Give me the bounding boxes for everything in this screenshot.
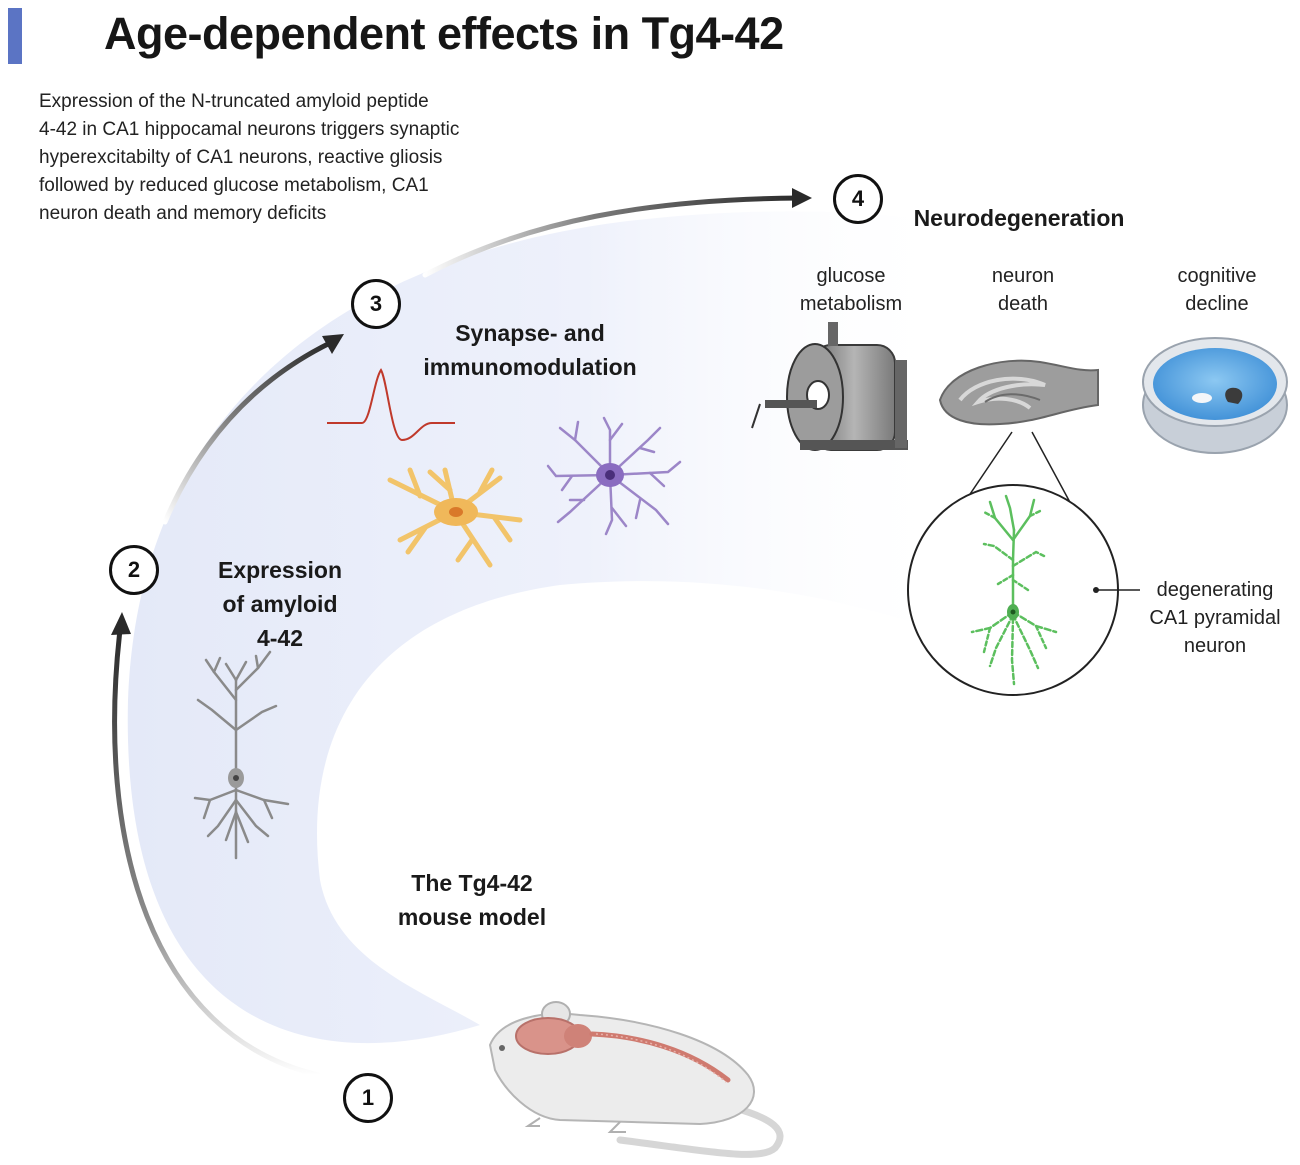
callout-label-line: neuron — [1183, 635, 1247, 657]
mouse-icon — [488, 1001, 784, 1158]
neuron-death-label: neuron death — [962, 262, 1084, 318]
figure-title: Age-dependent effects in Tg4-42 — [104, 8, 784, 59]
step-1-label-line: mouse model — [397, 904, 547, 930]
step-2-label-line: of amyloid — [222, 591, 338, 617]
sub-label-line: neuron — [991, 265, 1055, 287]
arrow-1-to-2 — [112, 627, 321, 1078]
sub-label-line: glucose — [816, 265, 886, 287]
callout-dot — [1093, 587, 1099, 593]
step-2-label: Expression of amyloid 4-42 — [190, 553, 370, 655]
description-line: followed by reduced glucose metabolism, … — [39, 175, 429, 196]
arrow-3-to-4-head — [792, 188, 812, 208]
sub-label-line: cognitive — [1177, 265, 1257, 287]
step-2-label-line: 4-42 — [256, 625, 304, 651]
degenerating-neuron-nucleus — [1010, 609, 1016, 615]
cognitive-decline-label: cognitive decline — [1150, 262, 1284, 318]
description-line: neuron death and memory deficits — [39, 203, 327, 224]
sub-label-line: decline — [1185, 293, 1249, 315]
step-1-label-line: The Tg4-42 — [411, 870, 533, 896]
description-line: 4-42 in CA1 hippocamal neurons triggers … — [39, 119, 460, 140]
step-1-label: The Tg4-42 mouse model — [362, 866, 582, 934]
title-accent-bar — [8, 8, 22, 64]
glucose-metabolism-label: glucose metabolism — [780, 262, 922, 318]
action-potential-trace — [327, 368, 455, 442]
step-1-marker: 1 — [343, 1073, 393, 1123]
water-maze-icon — [1142, 337, 1288, 454]
gray-neuron-nucleus — [233, 775, 239, 781]
arrow-3-to-4 — [422, 195, 803, 278]
description-line: hyperexcitabilty of CA1 neurons, reactiv… — [39, 147, 443, 168]
degenerating-neuron-icon — [970, 494, 1058, 686]
description: Expression of the N-truncated amyloid pe… — [39, 88, 529, 228]
step-2-label-line: Expression — [218, 557, 342, 583]
step-3-label: Synapse- and immunomodulation — [405, 316, 655, 384]
step-2-marker: 2 — [109, 545, 159, 595]
microglia-nucleus — [605, 470, 615, 480]
pet-scanner-icon — [751, 322, 908, 451]
gray-pyramidal-neuron-icon — [193, 650, 290, 860]
step-3-marker: 3 — [351, 279, 401, 329]
progression-band — [127, 211, 961, 1044]
arrow-2-to-3 — [162, 340, 333, 525]
arrow-2-to-3-head — [322, 334, 344, 354]
step-4-marker: 4 — [833, 174, 883, 224]
step-3-label-line: Synapse- and — [455, 320, 605, 346]
callout-label-line: CA1 pyramidal — [1149, 607, 1281, 629]
callout-label-line: degenerating — [1156, 579, 1274, 601]
microglia-icon — [546, 416, 682, 536]
description-line: Expression of the N-truncated amyloid pe… — [39, 91, 429, 112]
step-4-label-line: Neurodegeneration — [913, 205, 1125, 231]
sub-label-line: death — [997, 293, 1049, 315]
arrow-1-to-2-head — [111, 612, 131, 635]
degenerating-neuron-label: degenerating CA1 pyramidal neuron — [1140, 576, 1290, 660]
step-3-label-line: immunomodulation — [423, 354, 637, 380]
hippocampus-icon — [938, 359, 1099, 426]
step-4-label: Neurodegeneration — [897, 201, 1141, 235]
astrocyte-nucleus — [449, 507, 463, 517]
sub-label-line: metabolism — [799, 293, 903, 315]
